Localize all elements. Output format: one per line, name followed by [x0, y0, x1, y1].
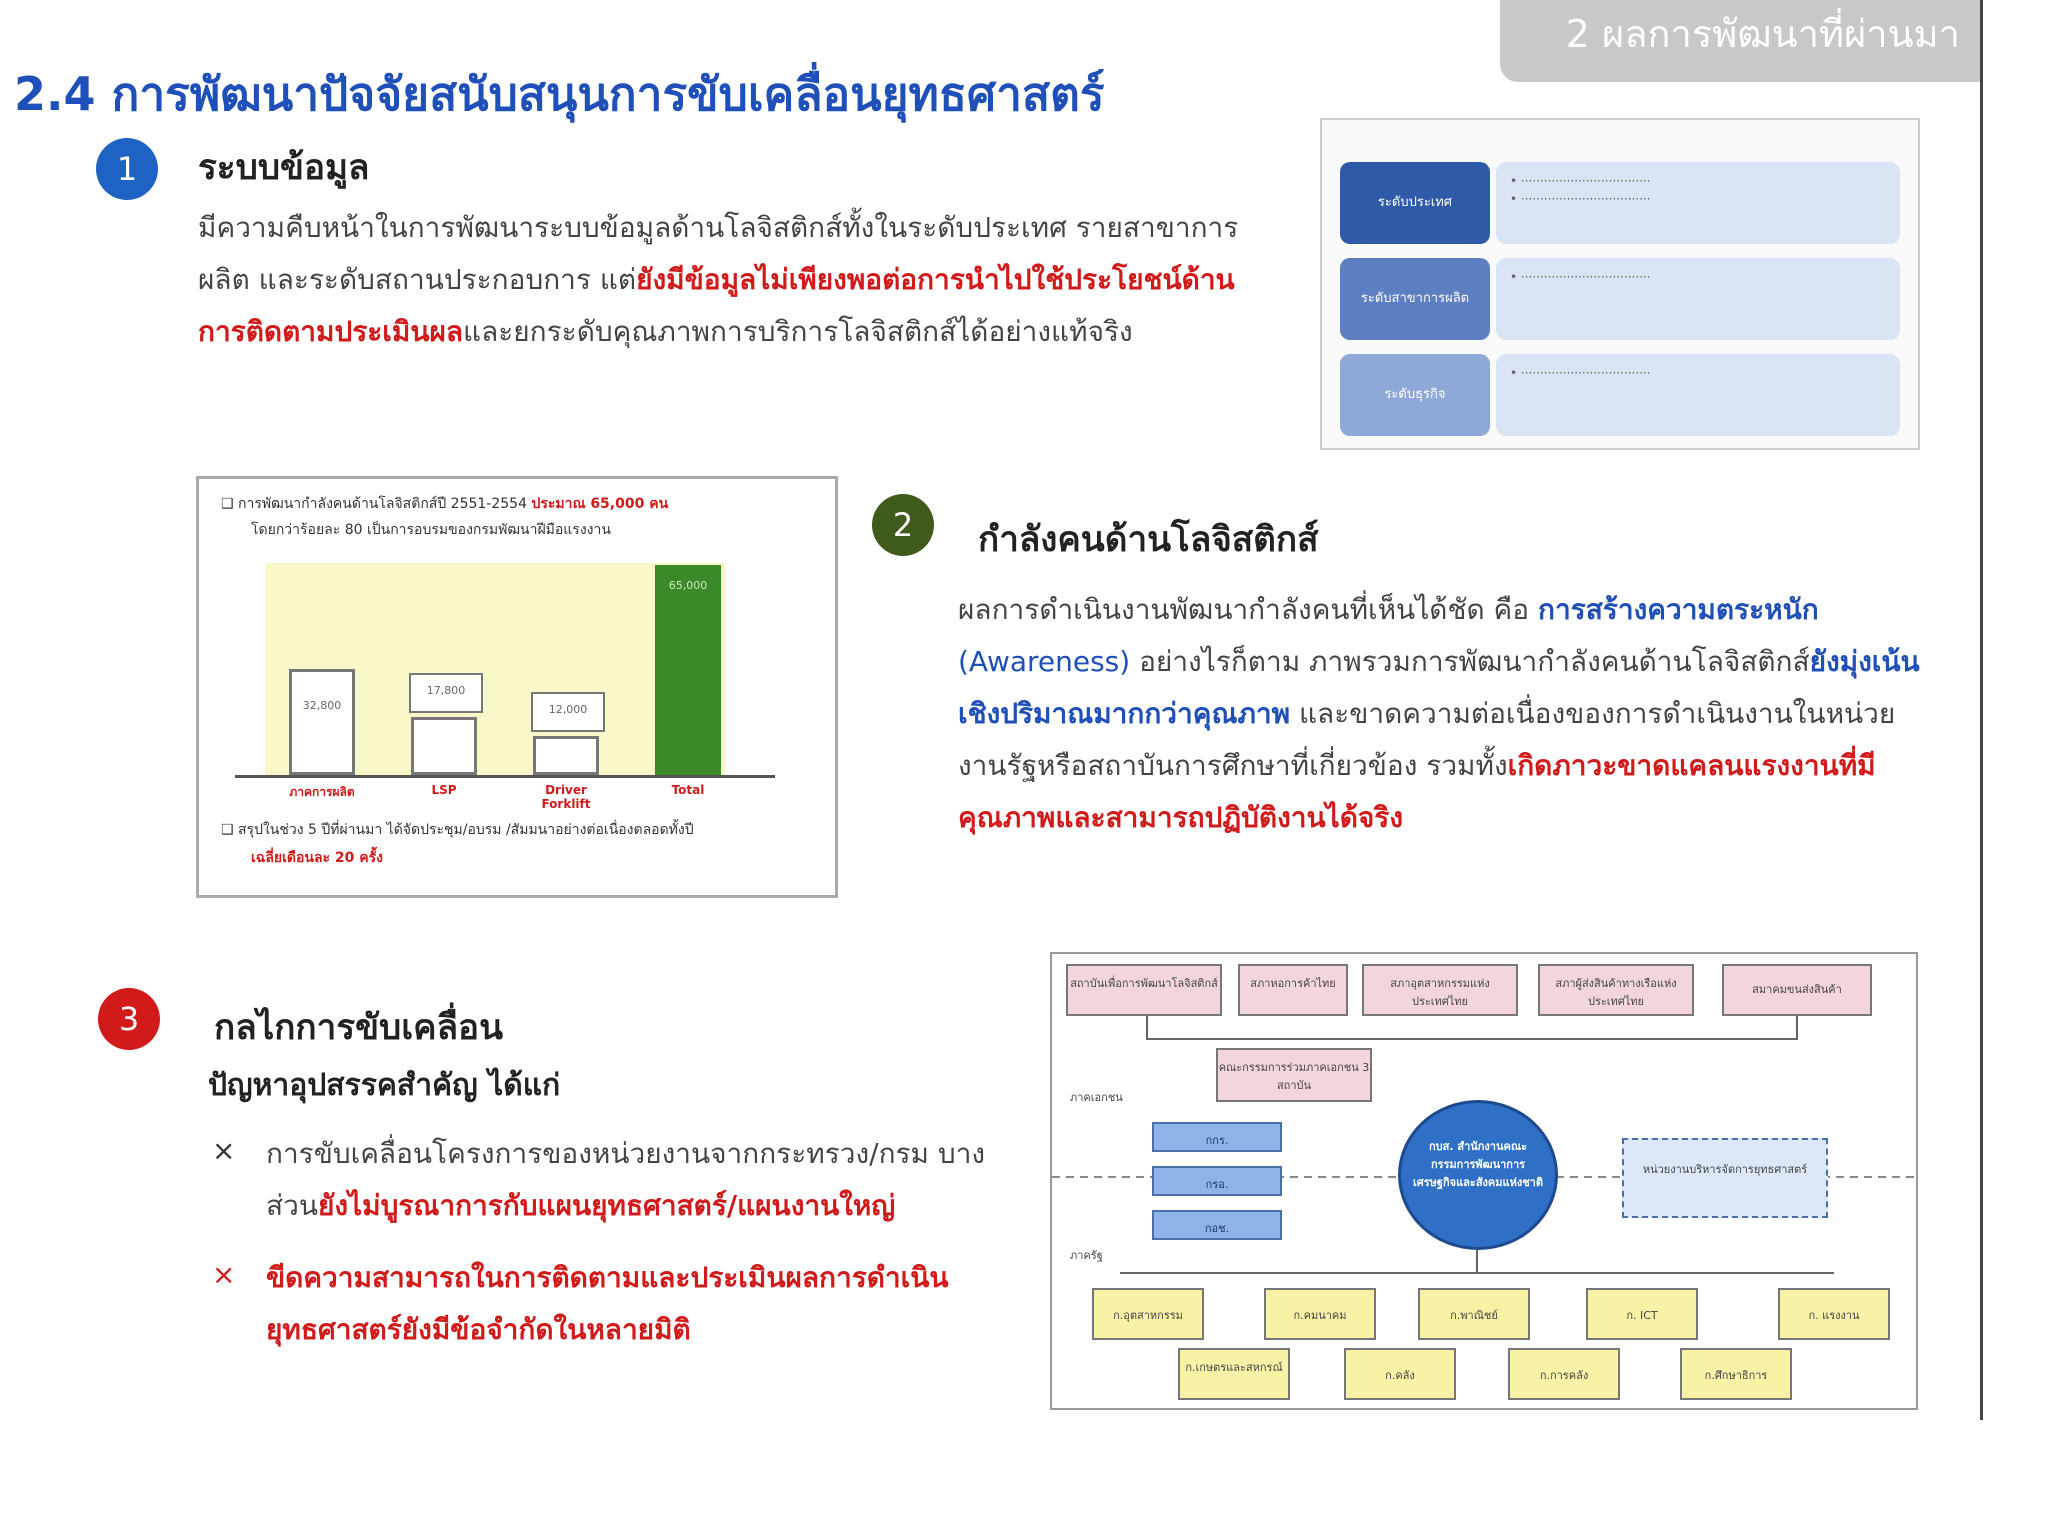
- bullet-x-icon: ×: [212, 1258, 236, 1291]
- org-mid-box: คณะกรรมการร่วมภาคเอกชน 3 สถาบัน: [1216, 1048, 1372, 1102]
- org-top-box: สมาคมขนส่งสินค้า: [1722, 964, 1872, 1016]
- row-label: ระดับประเทศ: [1340, 162, 1490, 244]
- page-title: 2.4 การพัฒนาปัจจัยสนับสนุนการขับเคลื่อนย…: [14, 67, 1105, 121]
- section-3-number: 3: [98, 988, 160, 1050]
- chart-bar: [655, 565, 721, 775]
- row-label: ระดับธุรกิจ: [1340, 354, 1490, 436]
- section-3-bullet-2: ขีดความสามารถในการติดตามและประเมินผลการด…: [266, 1261, 949, 1346]
- chart-caption-top: ❑ การพัฒนากำลังคนด้านโลจิสติกส์ปี 2551-2…: [221, 496, 669, 512]
- chart-bar: [533, 736, 599, 775]
- section-2-text: ผลการดำเนินงานพัฒนากำลังคนที่เห็นได้ชัด …: [958, 593, 1920, 834]
- org-ministry-box: ก.คมนาคม: [1264, 1288, 1376, 1340]
- bullet-x-icon: ×: [212, 1134, 236, 1167]
- chart-value-label: 17,800: [409, 673, 483, 714]
- org-ministry-box: ก.ศึกษาธิการ: [1680, 1348, 1792, 1400]
- section-2-number: 2: [872, 494, 934, 556]
- org-top-box: สถาบันเพื่อการพัฒนาโลจิสติกส์: [1066, 964, 1222, 1016]
- section-tab: 2 ผลการพัฒนาที่ผ่านมา: [1500, 0, 1980, 82]
- manpower-chart: ❑ การพัฒนากำลังคนด้านโลจิสติกส์ปี 2551-2…: [196, 476, 838, 898]
- org-ministry-box: ก.เกษตรและสหกรณ์: [1178, 1348, 1290, 1400]
- chart-value-label: 12,000: [531, 692, 605, 733]
- org-label-private: ภาคเอกชน: [1070, 1091, 1123, 1104]
- org-ministry-box: ก.การคลัง: [1508, 1348, 1620, 1400]
- chart-caption-bottom-2: เฉลี่ยเดือนละ 20 ครั้ง: [251, 850, 384, 866]
- row-desc: • ··································: [1496, 354, 1900, 436]
- org-label-state: ภาครัฐ: [1070, 1249, 1103, 1262]
- org-dashed-box: หน่วยงานบริหารจัดการยุทธศาสตร์: [1622, 1138, 1828, 1218]
- org-blue-box: กกร.: [1152, 1122, 1282, 1152]
- org-ministry-box: ก.คลัง: [1344, 1348, 1456, 1400]
- org-top-box: สภาอุตสาหกรรมแห่งประเทศไทย: [1362, 964, 1518, 1016]
- chart-caption-top-2: โดยกว่าร้อยละ 80 เป็นการอบรมของกรมพัฒนาฝ…: [251, 522, 611, 538]
- chart-bar: [289, 669, 355, 775]
- org-blue-box: กอช.: [1152, 1210, 1282, 1240]
- org-ministry-box: ก. ICT: [1586, 1288, 1698, 1340]
- divider-line: [1980, 0, 1983, 1420]
- section-3-heading: กลไกการขับเคลื่อน: [214, 1008, 503, 1048]
- org-center-circle: กบส. สำนักงานคณะกรรมการพัฒนาการเศรษฐกิจแ…: [1398, 1100, 1558, 1250]
- section-2-heading: กำลังคนด้านโลจิสติกส์: [978, 520, 1319, 560]
- org-ministry-box: ก.อุตสาหกรรม: [1092, 1288, 1204, 1340]
- chart-category-label: LSP: [431, 783, 457, 797]
- chart-bar: [411, 717, 477, 775]
- chart-category-label: ภาคการผลิต: [289, 785, 355, 799]
- org-top-box: สภาหอการค้าไทย: [1238, 964, 1348, 1016]
- section-1-number: 1: [96, 138, 158, 200]
- chart-value-label: 32,800: [302, 699, 342, 713]
- row-label: ระดับสาขาการผลิต: [1340, 258, 1490, 340]
- chart-category-label: Driver Forklift: [541, 783, 591, 811]
- org-blue-box: กรอ.: [1152, 1166, 1282, 1196]
- section-3-subheading: ปัญหาอุปสรรคสำคัญ ได้แก่: [208, 1068, 561, 1103]
- section-3-bullet-1: การขับเคลื่อนโครงการของหน่วยงานจากกระทรว…: [266, 1137, 986, 1222]
- chart-x-axis: [235, 775, 775, 778]
- section-1-heading: ระบบข้อมูล: [198, 148, 370, 188]
- chart-category-label: Total: [671, 783, 705, 797]
- org-chart: สถาบันเพื่อการพัฒนาโลจิสติกส์ สภาหอการค้…: [1050, 952, 1920, 1410]
- row-desc: • ··································: [1496, 258, 1900, 340]
- chart-caption-bottom: ❑ สรุปในช่วง 5 ปีที่ผ่านมา ได้จัดประชุม/…: [221, 822, 694, 838]
- org-ministry-box: ก.พาณิชย์: [1418, 1288, 1530, 1340]
- section-1-text: มีความคืบหน้าในการพัฒนาระบบข้อมูลด้านโลจ…: [198, 211, 1239, 348]
- org-ministry-box: ก. แรงงาน: [1778, 1288, 1890, 1340]
- row-desc: • ··································• ··…: [1496, 162, 1900, 244]
- data-system-figure: ระดับประเทศ• ···························…: [1320, 118, 1920, 450]
- chart-value-label: 65,000: [668, 579, 708, 592]
- org-top-box: สภาผู้ส่งสินค้าทางเรือแห่งประเทศไทย: [1538, 964, 1694, 1016]
